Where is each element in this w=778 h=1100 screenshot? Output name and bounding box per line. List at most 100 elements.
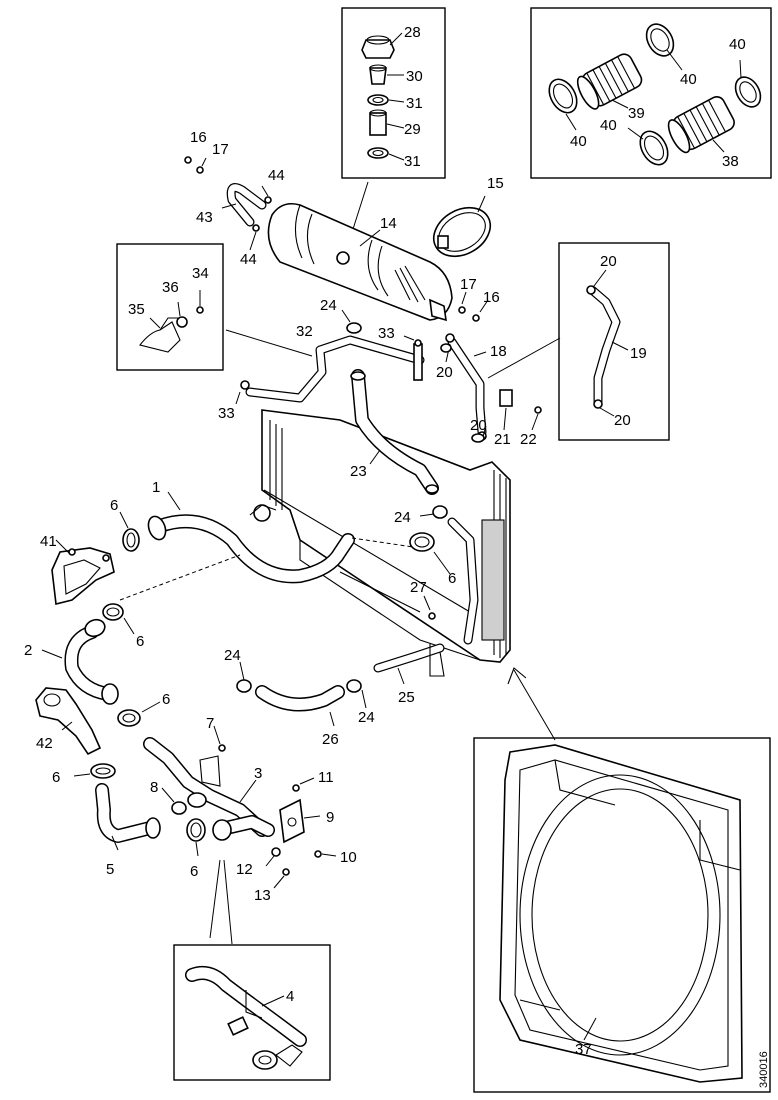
callout-labels: 1 2 3 4 5 6 6 6 6 6 6 7 8 9 10 11 12 13 … (24, 24, 770, 1088)
label-36: 36 (162, 279, 179, 296)
label-17a: 17 (212, 141, 229, 158)
label-6c: 6 (162, 691, 170, 708)
expansion-tank (184, 156, 492, 322)
o-ring-8 (161, 787, 187, 815)
bolt-27 (428, 612, 436, 620)
nut-17b (458, 306, 466, 314)
clamp-24-radiator (419, 505, 448, 519)
label-4: 4 (286, 988, 294, 1005)
bracket-9 (265, 777, 337, 889)
label-8: 8 (150, 779, 158, 796)
label-40a: 40 (570, 133, 587, 150)
label-20b: 20 (614, 412, 631, 429)
label-24b: 24 (394, 509, 411, 526)
support-rod (339, 571, 421, 613)
label-44a: 44 (268, 167, 285, 184)
hose-1 (119, 491, 421, 601)
label-27: 27 (410, 579, 427, 596)
label-26: 26 (322, 731, 339, 748)
label-41: 41 (40, 533, 57, 550)
label-40d: 40 (729, 36, 746, 53)
drawing-code: 340016 (758, 1051, 770, 1088)
label-6d: 6 (52, 769, 60, 786)
label-18: 18 (490, 343, 507, 360)
label-13: 13 (254, 887, 271, 904)
label-11: 11 (318, 769, 334, 786)
hose-23 (350, 369, 439, 495)
inset-box-pipe-4 (173, 944, 331, 1081)
label-40b: 40 (600, 117, 617, 134)
clamp-6-e (186, 818, 206, 857)
label-40c: 40 (680, 71, 697, 88)
label-31a: 31 (406, 95, 423, 112)
clamp-6-f (409, 532, 451, 575)
inset-box-bracket-35 (116, 243, 224, 371)
clamp-6-d (73, 763, 116, 779)
hose-5 (95, 783, 161, 851)
bolt-16b (472, 314, 480, 322)
pipe-3 (143, 725, 269, 837)
clamp-6-a (119, 511, 140, 552)
label-31b: 31 (404, 153, 421, 170)
label-20d: 20 (470, 417, 487, 434)
label-20a: 20 (600, 253, 617, 270)
label-6a: 6 (110, 497, 118, 514)
hose-outlet-3 (212, 815, 275, 841)
label-43: 43 (196, 209, 213, 226)
label-28: 28 (404, 24, 421, 41)
label-33b: 33 (378, 325, 395, 342)
label-35: 35 (128, 301, 145, 318)
hose-18 (445, 333, 487, 441)
label-16b: 16 (483, 289, 500, 306)
label-16a: 16 (190, 129, 207, 146)
label-5: 5 (106, 861, 114, 878)
radiator (249, 409, 511, 663)
clamp-20b (440, 343, 452, 353)
outlet-housing-42 (35, 687, 102, 756)
label-2: 2 (24, 642, 32, 659)
inset-box-charge-air-hoses (530, 7, 772, 179)
label-22: 22 (520, 431, 537, 448)
label-6e: 6 (190, 863, 198, 880)
bolt-22 (534, 406, 542, 414)
label-33a: 33 (218, 405, 235, 422)
label-34: 34 (192, 265, 209, 282)
label-7: 7 (206, 715, 214, 732)
label-15: 15 (487, 175, 504, 192)
label-24a: 24 (320, 297, 337, 314)
pipe-radiator-return (447, 517, 479, 645)
label-12: 12 (236, 861, 253, 878)
label-24d: 24 (358, 709, 375, 726)
label-20c: 20 (436, 364, 453, 381)
label-25: 25 (398, 689, 415, 706)
label-14: 14 (380, 215, 397, 232)
clamp-20 (471, 433, 485, 443)
thermostat-housing-41 (51, 539, 115, 605)
clamp-6-c (117, 701, 161, 727)
label-37: 37 (575, 1041, 592, 1058)
label-23: 23 (350, 463, 367, 480)
inset-box-hose-19 (558, 242, 670, 441)
inset-box-expansion-tank-cap (341, 7, 446, 179)
label-9: 9 (326, 809, 334, 826)
pipe-32 (235, 335, 425, 405)
inset-box-fan-shroud (473, 737, 771, 1093)
fitting-21 (499, 389, 513, 407)
label-6b: 6 (136, 633, 144, 650)
label-1: 1 (152, 479, 160, 496)
label-17b: 17 (460, 276, 477, 293)
label-24c: 24 (224, 647, 241, 664)
label-32: 32 (296, 323, 313, 340)
clamp-24-tank (346, 322, 362, 334)
label-21: 21 (494, 431, 511, 448)
label-44b: 44 (240, 251, 257, 268)
label-3: 3 (254, 765, 262, 782)
label-19: 19 (630, 345, 647, 362)
label-42: 42 (36, 735, 53, 752)
label-39: 39 (628, 105, 645, 122)
clamp-6-b (102, 603, 135, 635)
label-38: 38 (722, 153, 739, 170)
pipe-25 (373, 643, 445, 685)
hose-2 (41, 618, 119, 705)
